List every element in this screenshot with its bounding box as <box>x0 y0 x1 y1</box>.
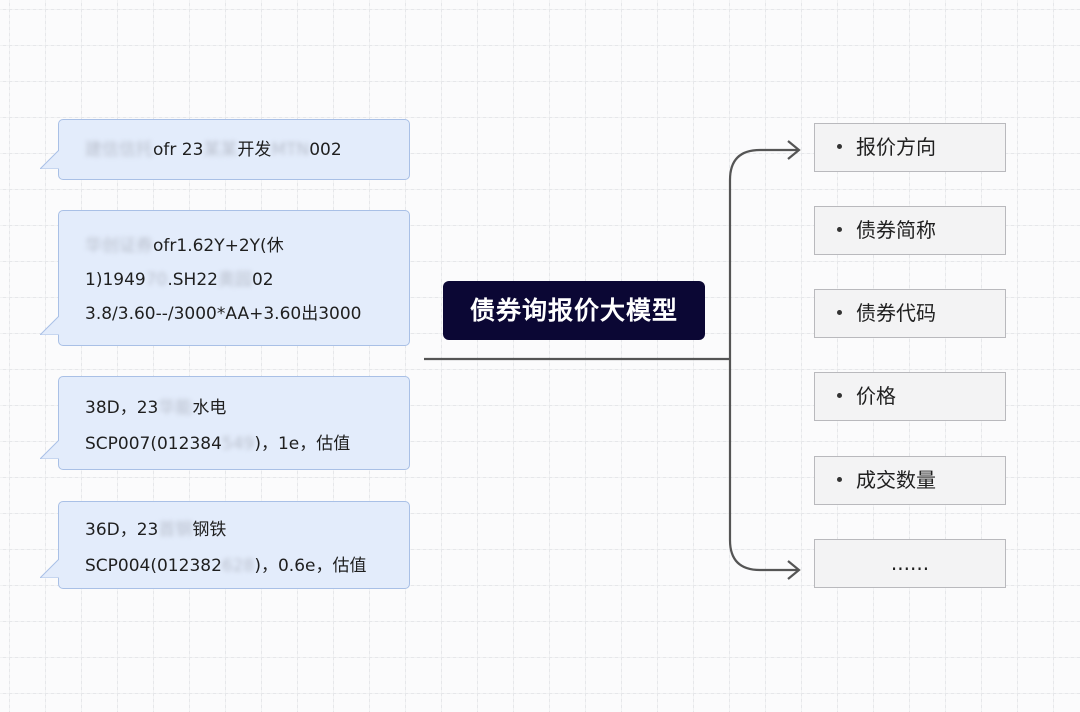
message-segment: ofr 23 <box>153 140 204 160</box>
message-text: 建信信托ofr 23某某开发MTN002 <box>85 120 383 181</box>
redacted-text: 华能 <box>158 398 193 418</box>
model-title-box: 债券询报价大模型 <box>443 281 705 340</box>
field-label: 债券代码 <box>856 301 936 325</box>
redacted-text: 首钢 <box>158 520 193 540</box>
field-price: 价格 <box>814 372 1006 421</box>
bullet-icon <box>837 227 842 232</box>
message-segment: 钢铁 <box>192 520 227 540</box>
message-segment: 水电 <box>192 398 227 418</box>
field-label: 价格 <box>856 384 896 408</box>
field-label: ...... <box>890 551 930 575</box>
bubble-tail <box>40 149 60 169</box>
redacted-text: 华创证券 <box>85 236 153 256</box>
redacted-text: 70 <box>145 270 168 290</box>
field-bond-short-name: 债券简称 <box>814 206 1006 255</box>
message-segment: 002 <box>309 140 342 160</box>
field-more: ...... <box>814 539 1006 588</box>
message-bubble: 建信信托ofr 23某某开发MTN002 <box>40 119 410 181</box>
field-bond-code: 债券代码 <box>814 289 1006 338</box>
message-segment: 开发 <box>237 140 272 160</box>
message-line: 3.8/3.60--/3000*AA+3.60出3000 <box>85 297 383 331</box>
field-deal-quantity: 成交数量 <box>814 456 1006 505</box>
field-label: 成交数量 <box>856 468 936 492</box>
bubble-tail <box>40 558 60 578</box>
message-segment: 36D，23 <box>85 520 159 540</box>
bubble-tail <box>40 439 60 459</box>
message-segment: SCP004(012382 <box>85 556 222 576</box>
redacted-text: 建信信托 <box>85 140 153 160</box>
field-label: 报价方向 <box>856 135 936 159</box>
bullet-icon <box>837 477 842 482</box>
field-label: 债券简称 <box>856 218 936 242</box>
message-segment: 3.8/3.60--/3000*AA+3.60出3000 <box>85 304 362 324</box>
field-quote-direction: 报价方向 <box>814 123 1006 172</box>
redacted-text: 某某 <box>203 140 238 160</box>
message-segment: SCP007(012384 <box>85 434 222 454</box>
arrow-head-top <box>787 140 801 160</box>
message-segment: )，1e，估值 <box>254 434 351 454</box>
bullet-icon <box>837 393 842 398</box>
redacted-text: MTN <box>271 140 310 160</box>
redacted-text: 628 <box>221 556 255 576</box>
bullet-icon <box>837 144 842 149</box>
message-segment: 1)1949 <box>85 270 146 290</box>
bubble-tail <box>40 315 60 335</box>
message-line: 1)194970.SH22奥园02 <box>85 263 383 297</box>
redacted-text: 奥园 <box>217 270 252 290</box>
message-line: SCP004(012382628)，0.6e，估值 <box>85 548 383 584</box>
branch-curve-bottom <box>728 359 798 572</box>
message-segment: 02 <box>251 270 274 290</box>
message-segment: ofr1.62Y+2Y(休 <box>153 236 284 256</box>
message-line: 38D，23华能水电 <box>85 390 383 426</box>
message-line: 36D，23首钢钢铁 <box>85 512 383 548</box>
message-line: 建信信托ofr 23某某开发MTN002 <box>85 120 383 181</box>
message-line: SCP007(012384549)，1e，估值 <box>85 426 383 462</box>
branch-curve-top <box>728 148 798 359</box>
message-line: 华创证券ofr1.62Y+2Y(休 <box>85 229 383 263</box>
message-segment: .SH22 <box>167 270 218 290</box>
redacted-text: 549 <box>221 434 255 454</box>
bullet-icon <box>837 310 842 315</box>
message-segment: 38D，23 <box>85 398 159 418</box>
message-segment: )，0.6e，估值 <box>254 556 367 576</box>
arrow-head-bottom <box>787 560 801 580</box>
